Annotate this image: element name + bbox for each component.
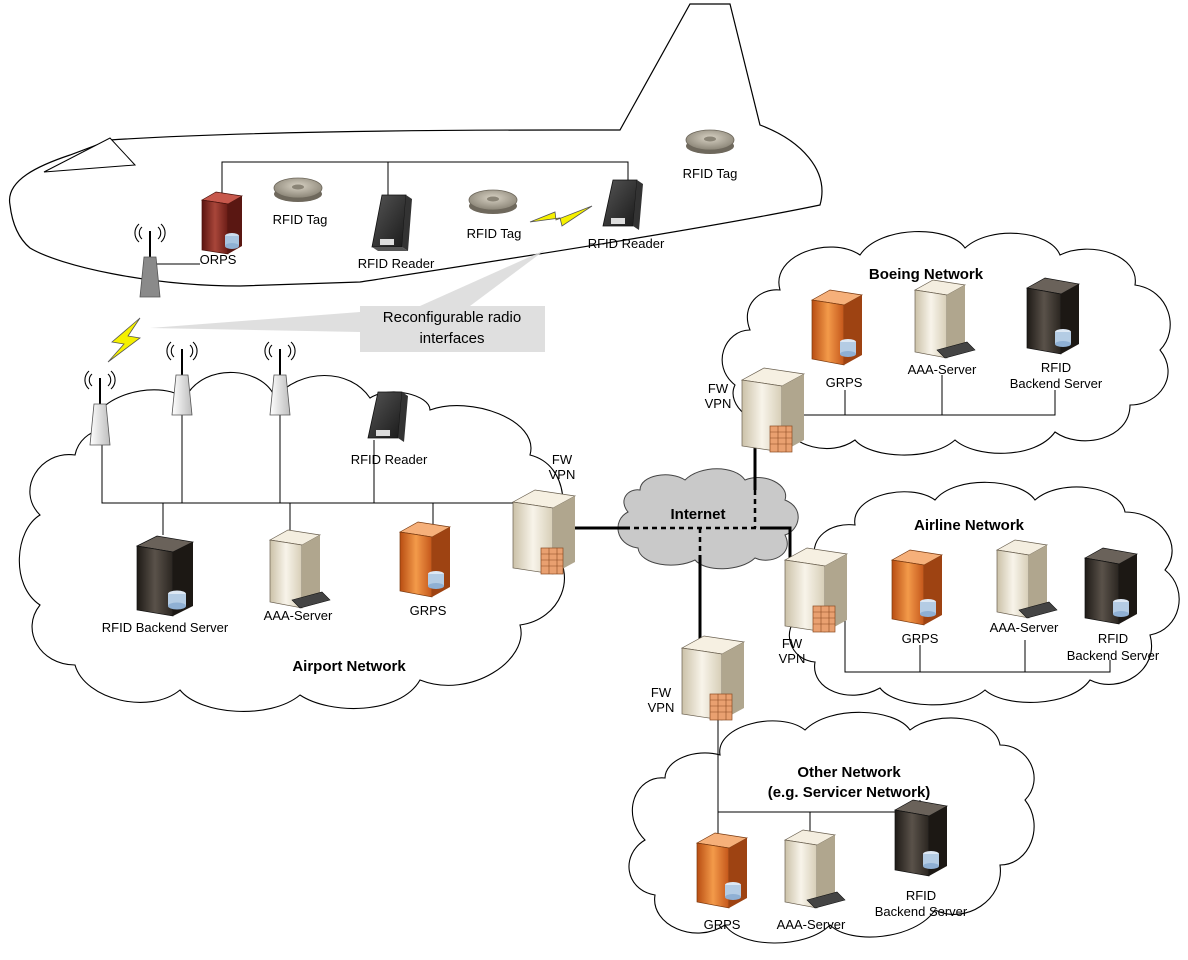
database-icon bbox=[1055, 329, 1071, 347]
airport-backend-server-icon bbox=[135, 535, 195, 617]
backend-server-label: RFID bbox=[1041, 360, 1071, 375]
airport-grps-server-icon bbox=[398, 521, 452, 598]
lightning-icon bbox=[107, 317, 141, 363]
keyboard-icon bbox=[1018, 601, 1058, 619]
orps-label: ORPS bbox=[200, 252, 237, 267]
cockpit-window bbox=[43, 137, 137, 173]
rfid-reader-icon bbox=[367, 391, 408, 442]
database-icon bbox=[225, 233, 239, 249]
aircraft-bus bbox=[150, 161, 629, 265]
other-network-subtitle: (e.g. Servicer Network) bbox=[768, 784, 931, 801]
other-grps-server-icon bbox=[695, 832, 749, 909]
other-backend-server-icon bbox=[893, 799, 949, 877]
internet-cloud bbox=[617, 468, 799, 570]
rfid-reader-label: RFID Reader bbox=[588, 236, 665, 251]
rfid-tag-label: RFID Tag bbox=[683, 166, 738, 181]
aaa-server-label: AAA-Server bbox=[264, 608, 333, 623]
rfid-reader-icon bbox=[602, 179, 643, 230]
backend-server-label: Backend Server bbox=[875, 904, 968, 919]
airline-backend-server-icon bbox=[1083, 547, 1139, 625]
rfid-reader-label: RFID Reader bbox=[351, 452, 428, 467]
database-icon bbox=[725, 882, 741, 900]
other-firewall-icon bbox=[680, 635, 746, 721]
backend-server-label: Backend Server bbox=[1067, 648, 1160, 663]
database-icon bbox=[840, 339, 856, 357]
orps-server-icon bbox=[200, 191, 244, 255]
antenna-icon bbox=[166, 341, 198, 416]
fw-label: FW bbox=[651, 685, 672, 700]
database-icon bbox=[923, 851, 939, 869]
aaa-server-label: AAA-Server bbox=[990, 620, 1059, 635]
boeing-firewall-icon bbox=[740, 367, 806, 453]
antenna-icon bbox=[84, 370, 116, 446]
boeing-backend-server-icon bbox=[1025, 277, 1081, 355]
grps-label: GRPS bbox=[902, 631, 939, 646]
airport-network-title: Airport Network bbox=[292, 658, 406, 675]
vpn-label: VPN bbox=[705, 396, 732, 411]
grps-label: GRPS bbox=[704, 917, 741, 932]
airline-grps-server-icon bbox=[890, 549, 944, 626]
other-network-title: Other Network bbox=[797, 764, 901, 781]
vpn-label: VPN bbox=[779, 651, 806, 666]
rfid-tag-label: RFID Tag bbox=[467, 226, 522, 241]
other-aaa-server-icon bbox=[783, 829, 846, 909]
rfid-reader-label: RFID Reader bbox=[358, 256, 435, 271]
keyboard-icon bbox=[806, 891, 846, 909]
backend-server-label: RFID bbox=[906, 888, 936, 903]
antenna-icon bbox=[134, 223, 166, 298]
callout-text-line2: interfaces bbox=[419, 330, 484, 347]
rfid-reader-icon bbox=[371, 194, 412, 251]
aaa-server-label: AAA-Server bbox=[777, 917, 846, 932]
internet-label: Internet bbox=[670, 506, 725, 523]
keyboard-icon bbox=[936, 341, 976, 359]
lightning-icon bbox=[529, 205, 593, 227]
rfid-tag-icon bbox=[685, 129, 735, 154]
aaa-server-label: AAA-Server bbox=[908, 362, 977, 377]
boeing-grps-server-icon bbox=[810, 289, 864, 366]
connection-lines bbox=[101, 375, 1111, 835]
backend-server-label: RFID Backend Server bbox=[102, 620, 229, 635]
database-icon bbox=[1113, 599, 1129, 617]
database-icon bbox=[168, 590, 186, 610]
antenna-icon bbox=[264, 341, 296, 416]
other-cloud bbox=[628, 711, 1035, 944]
backend-server-label: RFID bbox=[1098, 631, 1128, 646]
grps-label: GRPS bbox=[826, 375, 863, 390]
keyboard-icon bbox=[291, 591, 331, 609]
callout-text-line1: Reconfigurable radio bbox=[383, 309, 521, 326]
rfid-tag-icon bbox=[468, 189, 518, 214]
rfid-tag-label: RFID Tag bbox=[273, 212, 328, 227]
fw-label: FW bbox=[552, 452, 573, 467]
fw-label: FW bbox=[708, 381, 729, 396]
grps-label: GRPS bbox=[410, 603, 447, 618]
fw-label: FW bbox=[782, 636, 803, 651]
airline-network-title: Airline Network bbox=[914, 517, 1025, 534]
boeing-network-title: Boeing Network bbox=[869, 266, 984, 283]
callout: Reconfigurable radio interfaces bbox=[150, 250, 545, 352]
rfid-tag-icon bbox=[273, 177, 323, 202]
airport-firewall-icon bbox=[511, 489, 577, 575]
database-icon bbox=[428, 571, 444, 589]
airport-aaa-server-icon bbox=[268, 529, 331, 609]
vpn-label: VPN bbox=[549, 467, 576, 482]
boeing-aaa-server-icon bbox=[913, 279, 976, 359]
airline-aaa-server-icon bbox=[995, 539, 1058, 619]
vpn-label: VPN bbox=[648, 700, 675, 715]
backend-server-label: Backend Server bbox=[1010, 376, 1103, 391]
airline-firewall-icon bbox=[783, 547, 849, 633]
database-icon bbox=[920, 599, 936, 617]
